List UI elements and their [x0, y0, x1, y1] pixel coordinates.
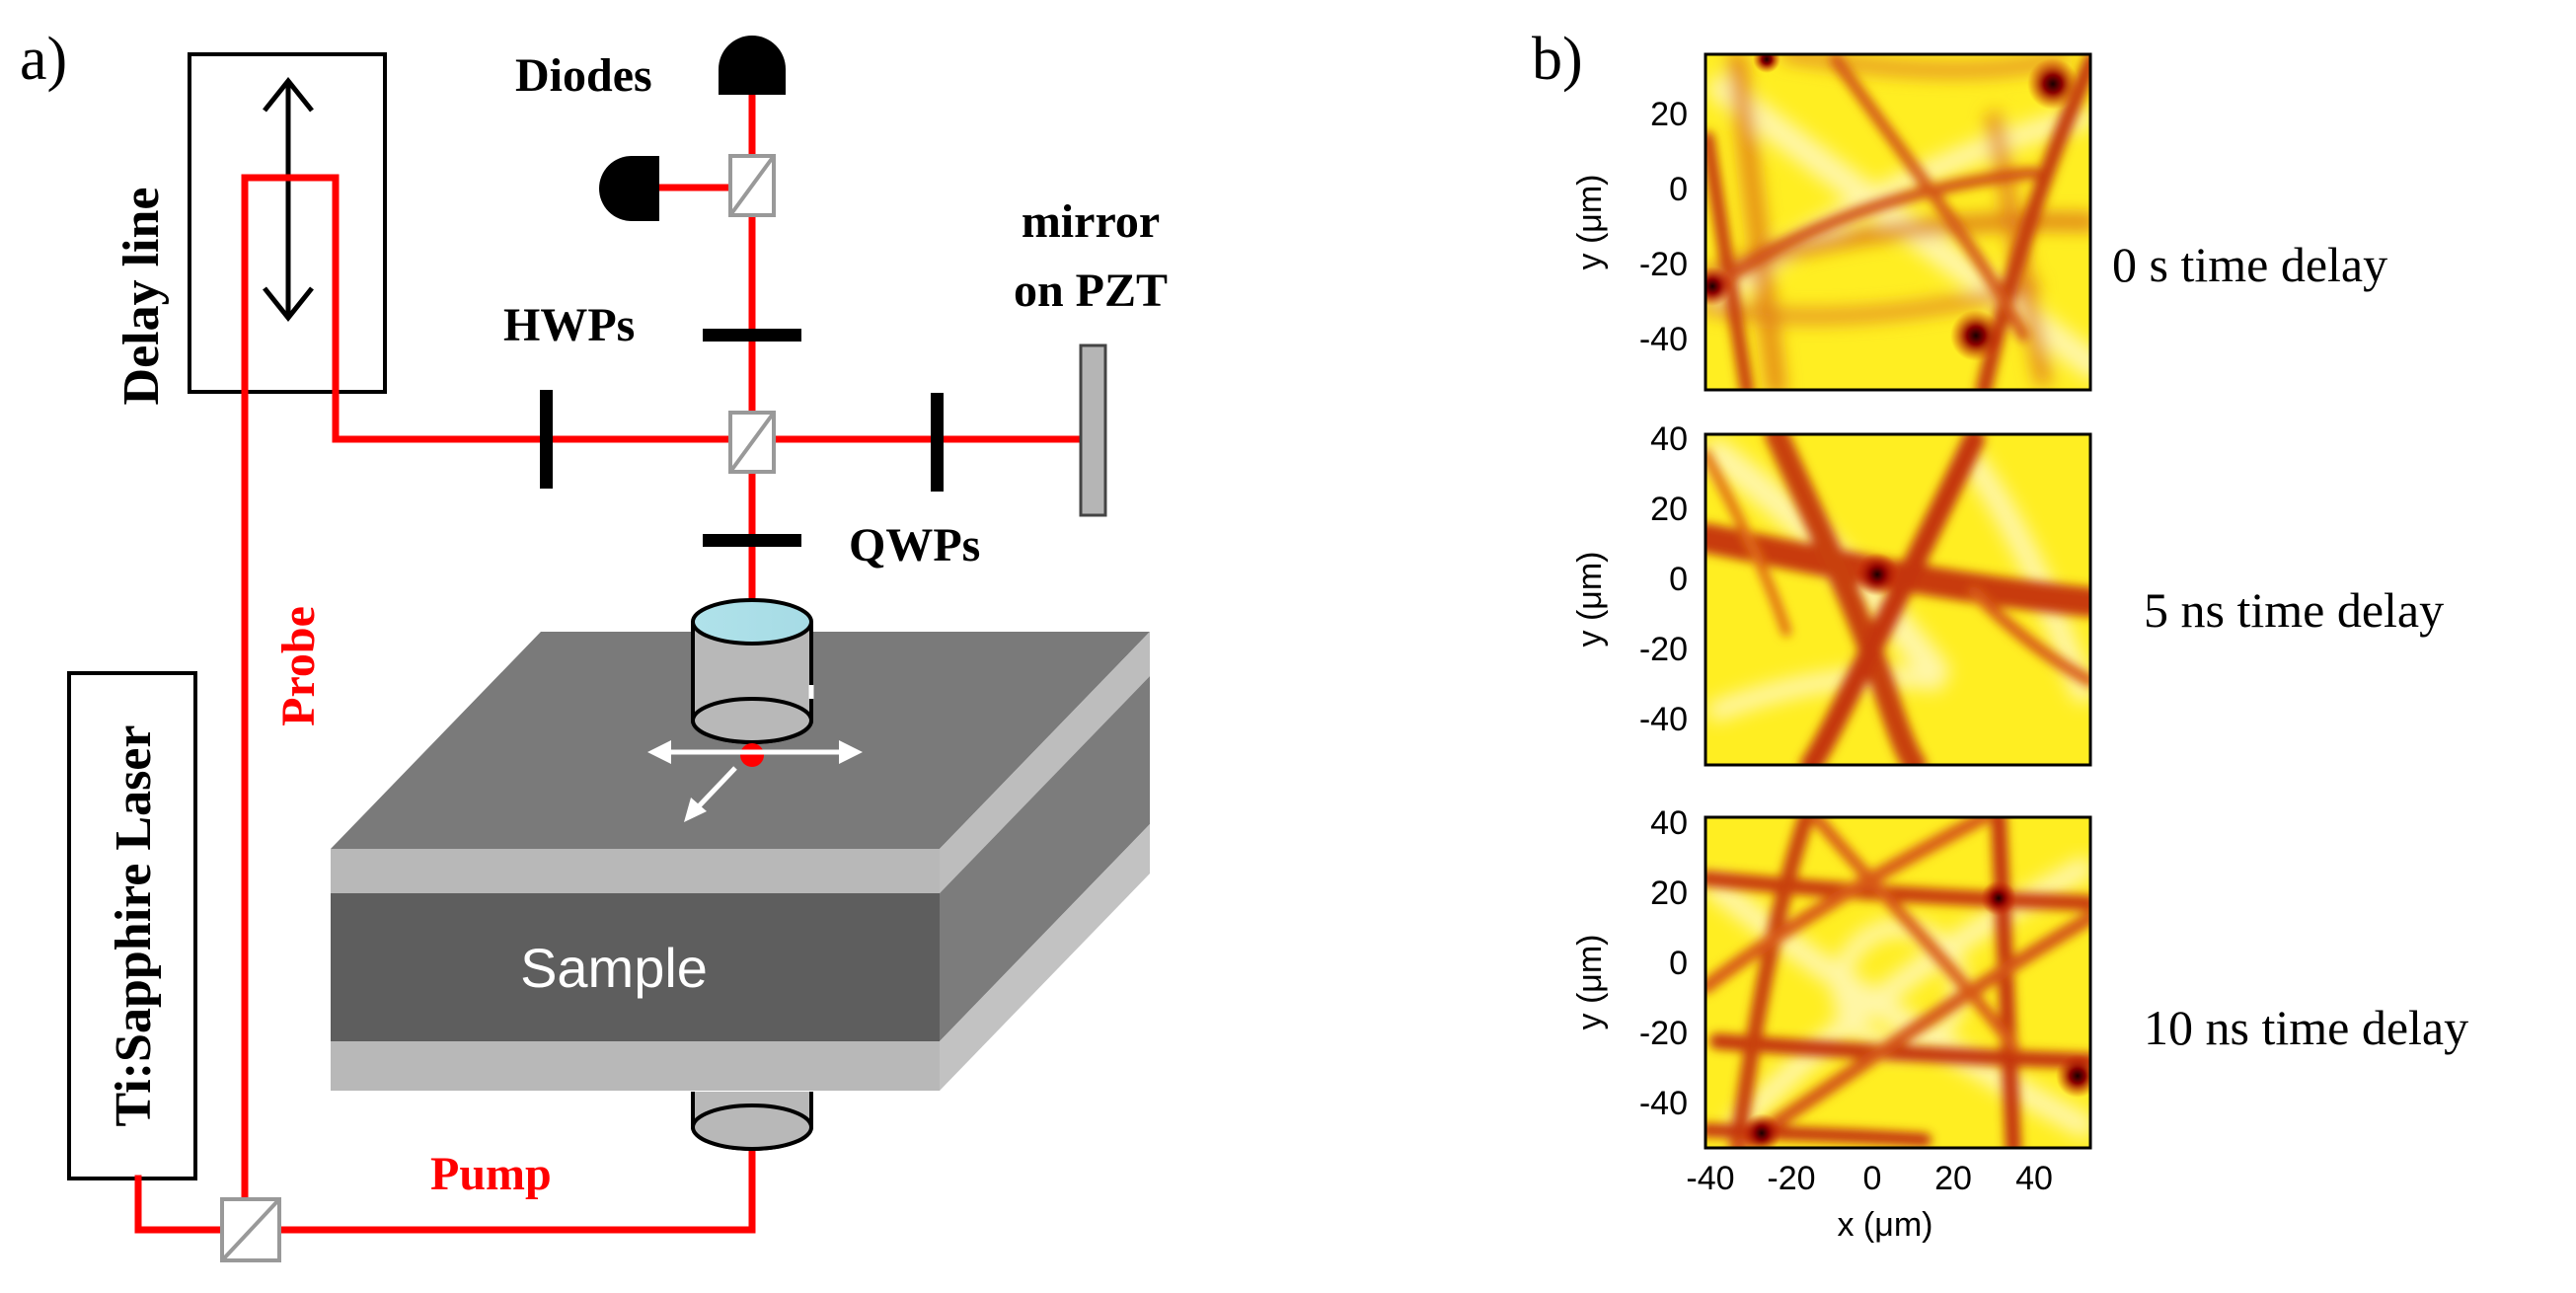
xtick: 20 — [1934, 1160, 1972, 1197]
xtick: -40 — [1686, 1160, 1734, 1197]
diode-top-icon — [719, 36, 786, 95]
map2-ytick: -40 — [1639, 1085, 1688, 1122]
delay-line-double-arrow-icon — [263, 76, 314, 323]
delay-line-box — [188, 52, 387, 394]
map2-ytick: 40 — [1650, 804, 1688, 842]
heatmap-0-frame — [1704, 52, 2092, 392]
laser-label: Ti:Sapphire Laser — [106, 725, 162, 1127]
xtick: 40 — [2015, 1160, 2053, 1197]
diode-side-icon — [599, 156, 659, 221]
heatmap-1-frame — [1704, 432, 2092, 767]
qwp-vertical — [931, 393, 944, 492]
map2-ytick: 20 — [1650, 875, 1688, 912]
panel-a-label: a) — [20, 26, 67, 93]
xtick: -20 — [1767, 1160, 1815, 1197]
sample-middle-layer — [331, 893, 940, 1041]
mirror-label-line1: mirror — [1022, 195, 1160, 248]
mirror-on-pzt — [1079, 343, 1107, 517]
heatmap-0 — [1705, 54, 2090, 390]
map1-ytick: 0 — [1669, 561, 1688, 598]
mirror-label-line2: on PZT — [1014, 265, 1168, 317]
map1-ylabel: y (μm) — [1571, 551, 1609, 646]
scan-arrows-icon — [647, 685, 863, 822]
probe-label: Probe — [272, 606, 325, 726]
beam-splitter-icon — [728, 154, 776, 217]
map2-ytick: 0 — [1669, 945, 1688, 982]
map1-ytick: 20 — [1650, 491, 1688, 528]
qwp-horizontal — [703, 534, 801, 547]
hwp-vertical — [540, 390, 553, 489]
map2-ytick: -20 — [1639, 1015, 1688, 1052]
map1-ytick: -20 — [1639, 631, 1688, 668]
map0-ytick: -40 — [1639, 321, 1688, 358]
heatmap-1 — [1705, 434, 2090, 765]
xlabel: x (μm) — [1837, 1206, 1932, 1244]
heatmap-2 — [1705, 817, 2090, 1148]
map1-caption: 5 ns time delay — [2144, 582, 2444, 638]
pump-beam — [134, 1146, 756, 1234]
probe-beam — [241, 174, 1085, 1213]
waveplates — [540, 329, 944, 547]
sample-label: Sample — [520, 937, 708, 999]
map0-caption: 0 s time delay — [2112, 237, 2387, 292]
map1-ytick: -40 — [1639, 701, 1688, 738]
map0-ytick: 20 — [1650, 96, 1688, 133]
beam-splitter-icon — [728, 411, 776, 474]
map2-ylabel: y (μm) — [1571, 934, 1609, 1029]
laser-box — [67, 671, 197, 1180]
focus-spot — [740, 743, 764, 767]
map0-ytick: 0 — [1669, 171, 1688, 208]
hwp-horizontal — [703, 329, 801, 342]
map2-caption: 10 ns time delay — [2144, 1000, 2468, 1055]
heatmap-2-frame — [1704, 815, 2092, 1150]
panel-b-label: b) — [1532, 26, 1583, 93]
map1-ytick: 40 — [1650, 420, 1688, 458]
bottom-objective-lens-icon — [691, 1092, 813, 1151]
qwps-label: QWPs — [849, 519, 980, 571]
pump-label: Pump — [430, 1148, 552, 1200]
beam-splitter-icon — [220, 1197, 281, 1262]
top-objective-lens-icon — [691, 598, 813, 744]
diodes-label: Diodes — [515, 49, 652, 102]
xtick: 0 — [1863, 1160, 1882, 1197]
hwps-label: HWPs — [503, 299, 635, 351]
delay-line-label: Delay line — [114, 188, 170, 406]
map0-ytick: -20 — [1639, 246, 1688, 283]
map0-ylabel: y (μm) — [1571, 174, 1609, 269]
